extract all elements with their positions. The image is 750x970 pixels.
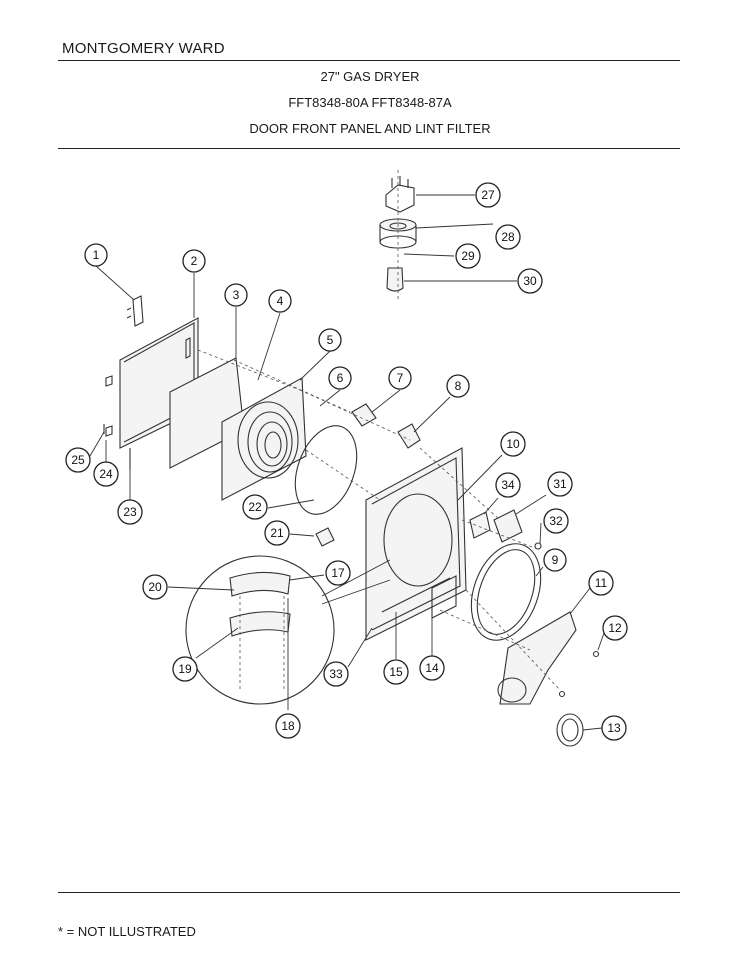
svg-text:6: 6 bbox=[337, 371, 344, 385]
svg-text:15: 15 bbox=[389, 665, 403, 679]
callout-5: 5 bbox=[318, 328, 342, 352]
svg-text:31: 31 bbox=[553, 477, 567, 491]
footnote-not-illustrated: * = NOT ILLUSTRATED bbox=[58, 924, 196, 939]
svg-text:21: 21 bbox=[270, 526, 284, 540]
front-panel-part-10 bbox=[365, 447, 467, 641]
callout-14: 14 bbox=[419, 655, 445, 681]
callout-12: 12 bbox=[602, 615, 628, 641]
fastener-part-21 bbox=[315, 527, 335, 547]
svg-text:13: 13 bbox=[607, 721, 621, 735]
svg-text:30: 30 bbox=[523, 274, 537, 288]
svg-text:1: 1 bbox=[93, 248, 100, 262]
callout-17: 17 bbox=[325, 560, 351, 586]
callout-25: 25 bbox=[65, 447, 91, 473]
callout-15: 15 bbox=[383, 659, 409, 685]
svg-text:20: 20 bbox=[148, 580, 162, 594]
hinge-part-7 bbox=[351, 403, 377, 427]
svg-text:34: 34 bbox=[501, 478, 515, 492]
callout-23: 23 bbox=[117, 499, 143, 525]
callout-21: 21 bbox=[264, 520, 290, 546]
callout-22: 22 bbox=[242, 494, 268, 520]
svg-text:2: 2 bbox=[191, 254, 198, 268]
svg-text:9: 9 bbox=[552, 553, 559, 567]
svg-text:33: 33 bbox=[329, 667, 343, 681]
svg-text:22: 22 bbox=[248, 500, 262, 514]
svg-text:23: 23 bbox=[123, 505, 137, 519]
callout-30: 30 bbox=[517, 268, 543, 294]
callout-19: 19 bbox=[172, 656, 198, 682]
callout-6: 6 bbox=[328, 366, 352, 390]
callout-leaders bbox=[89, 194, 605, 731]
part-31 bbox=[493, 509, 523, 543]
callout-33: 33 bbox=[323, 661, 349, 687]
svg-text:12: 12 bbox=[608, 621, 622, 635]
callout-10: 10 bbox=[500, 431, 526, 457]
section-title: DOOR FRONT PANEL AND LINT FILTER bbox=[249, 121, 491, 136]
callout-1: 1 bbox=[84, 243, 108, 267]
callout-29: 29 bbox=[455, 243, 481, 269]
part-34 bbox=[469, 511, 491, 539]
model-numbers: FFT8348-80A FFT8348-87A bbox=[288, 95, 452, 110]
part-illustrations bbox=[103, 170, 600, 747]
callout-7: 7 bbox=[388, 366, 412, 390]
callout-18: 18 bbox=[275, 713, 301, 739]
header-rule bbox=[58, 60, 680, 61]
svg-text:19: 19 bbox=[178, 662, 192, 676]
svg-text:8: 8 bbox=[455, 379, 462, 393]
callout-32: 32 bbox=[543, 508, 569, 534]
svg-text:29: 29 bbox=[461, 249, 475, 263]
callout-2: 2 bbox=[182, 249, 206, 273]
callout-20: 20 bbox=[142, 574, 168, 600]
svg-text:27: 27 bbox=[481, 188, 495, 202]
svg-text:32: 32 bbox=[549, 514, 563, 528]
svg-text:25: 25 bbox=[71, 453, 85, 467]
callout-3: 3 bbox=[224, 283, 248, 307]
svg-text:7: 7 bbox=[397, 371, 404, 385]
screw-part-32 bbox=[534, 542, 542, 550]
callout-34: 34 bbox=[495, 472, 521, 498]
callout-28: 28 bbox=[495, 224, 521, 250]
svg-text:28: 28 bbox=[501, 230, 515, 244]
svg-text:11: 11 bbox=[595, 576, 608, 590]
brand-title: MONTGOMERY WARD bbox=[62, 40, 225, 57]
callout-31: 31 bbox=[547, 471, 573, 497]
inner-door-part-5 bbox=[221, 377, 307, 501]
footer-rule bbox=[58, 892, 680, 893]
callout-24: 24 bbox=[93, 461, 119, 487]
svg-text:18: 18 bbox=[281, 719, 295, 733]
callout-11: 11 bbox=[588, 570, 614, 596]
svg-text:10: 10 bbox=[506, 437, 520, 451]
svg-text:4: 4 bbox=[277, 294, 284, 308]
svg-text:17: 17 bbox=[331, 566, 345, 580]
detail-magnifier bbox=[185, 555, 391, 705]
callout-27: 27 bbox=[475, 182, 501, 208]
screw-part-12 bbox=[592, 650, 600, 658]
svg-text:3: 3 bbox=[233, 288, 240, 302]
header-bottom-rule bbox=[58, 148, 680, 149]
callout-9: 9 bbox=[543, 548, 567, 572]
callout-4: 4 bbox=[268, 289, 292, 313]
duct-part-11 bbox=[497, 611, 577, 705]
seal-ring-part-9 bbox=[470, 543, 542, 641]
product-title: 27" GAS DRYER bbox=[320, 69, 420, 84]
cap-part-27 bbox=[385, 176, 415, 213]
callout-8: 8 bbox=[446, 374, 470, 398]
svg-text:24: 24 bbox=[99, 467, 113, 481]
knob-part-30 bbox=[386, 267, 404, 292]
clip-part-1 bbox=[126, 295, 144, 327]
hinge-part-8 bbox=[397, 423, 421, 449]
callout-13: 13 bbox=[601, 715, 627, 741]
ring-part-22 bbox=[294, 425, 358, 515]
svg-text:5: 5 bbox=[327, 333, 334, 347]
svg-text:14: 14 bbox=[425, 661, 439, 675]
